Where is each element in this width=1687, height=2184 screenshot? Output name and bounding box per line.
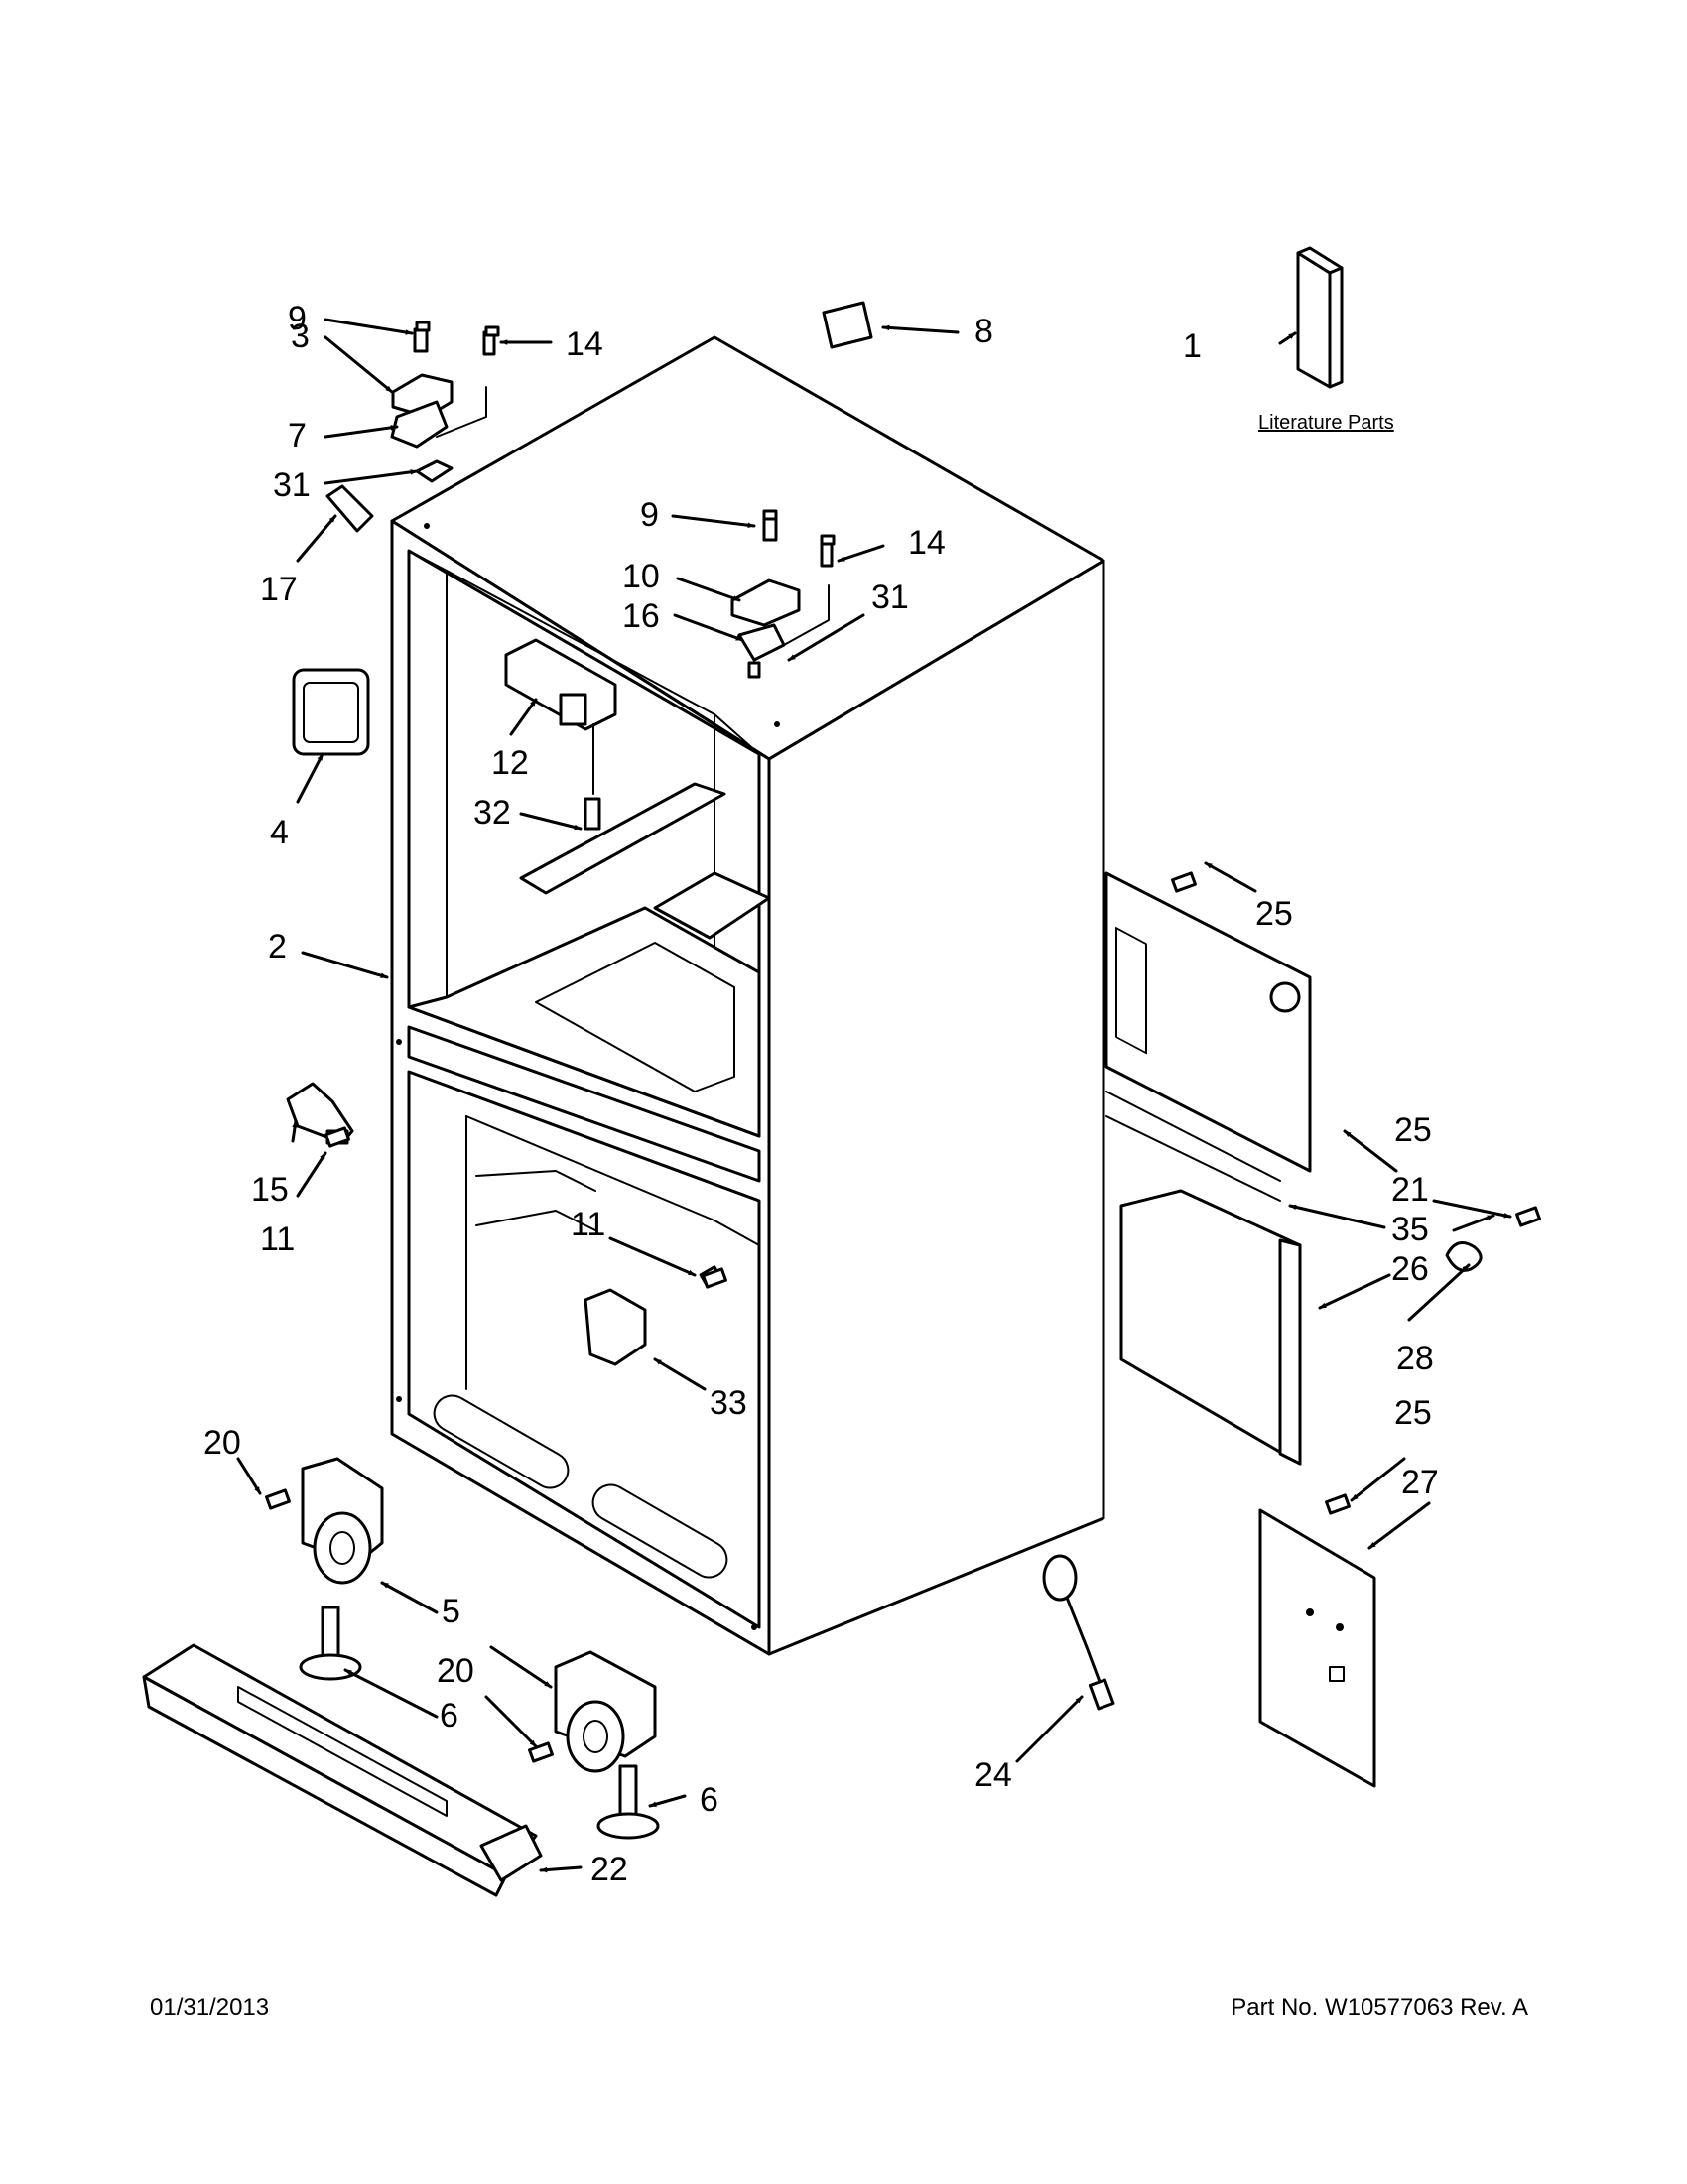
callout-11-center: 11 xyxy=(571,1206,605,1243)
top-right-hinge-assembly xyxy=(730,516,834,679)
temperature-control-label xyxy=(292,668,370,756)
drain-tube xyxy=(1042,1554,1115,1711)
callout-25-mid: 25 xyxy=(1394,1111,1432,1149)
top-left-hinge-assembly xyxy=(325,327,496,533)
callout-20-left: 20 xyxy=(203,1424,241,1462)
callout-11-left: 11 xyxy=(260,1220,295,1258)
toe-grille xyxy=(142,1643,543,1897)
callout-16: 16 xyxy=(622,597,660,635)
callout-17: 17 xyxy=(260,571,298,608)
literature-book-icon xyxy=(1296,246,1344,389)
callout-31-left: 31 xyxy=(273,466,311,504)
leader-lines xyxy=(236,318,1512,1873)
callout-labels: 1 2 3 4 5 6 6 7 8 9 9 10 11 11 12 14 14 … xyxy=(203,300,1439,1888)
callout-35: 35 xyxy=(1391,1211,1429,1248)
callout-33: 33 xyxy=(710,1384,747,1422)
callout-1: 1 xyxy=(1183,327,1202,365)
control-housing xyxy=(504,638,617,831)
callout-5: 5 xyxy=(442,1593,460,1630)
clamp xyxy=(1445,1241,1483,1272)
callout-6-right: 6 xyxy=(700,1781,718,1819)
callout-21: 21 xyxy=(1391,1171,1429,1209)
literature-parts-label: Literature Parts xyxy=(1258,412,1394,434)
callout-24: 24 xyxy=(974,1756,1012,1794)
callout-2: 2 xyxy=(268,928,287,965)
screws xyxy=(265,321,1541,1763)
insulation-panel xyxy=(1119,1189,1302,1466)
callout-9-left: 9 xyxy=(288,300,307,337)
callout-3: 3 xyxy=(291,318,310,355)
refrigerator-cabinet xyxy=(390,335,1105,1656)
callout-22: 22 xyxy=(590,1851,628,1888)
callout-7: 7 xyxy=(288,417,307,454)
footer-part-number: Part No. W10577063 Rev. A xyxy=(1231,1994,1528,2021)
rating-label xyxy=(822,301,873,349)
callout-9-right: 9 xyxy=(640,496,659,534)
callout-14-right: 14 xyxy=(908,524,946,562)
callout-10: 10 xyxy=(622,558,660,595)
front-roller-right xyxy=(554,1650,660,1840)
callout-25-bottom: 25 xyxy=(1394,1394,1432,1432)
callout-8: 8 xyxy=(974,313,993,350)
callout-26: 26 xyxy=(1391,1250,1429,1288)
callout-6-left: 6 xyxy=(440,1697,458,1734)
callout-25-top: 25 xyxy=(1255,895,1293,933)
callout-12: 12 xyxy=(491,744,529,782)
callout-32: 32 xyxy=(473,794,511,832)
callout-4: 4 xyxy=(270,814,289,851)
callout-15: 15 xyxy=(251,1171,289,1209)
callout-27: 27 xyxy=(1401,1464,1439,1501)
callout-20-right: 20 xyxy=(437,1652,474,1690)
callout-31-right: 31 xyxy=(871,578,909,616)
footer-date: 01/31/2013 xyxy=(150,1994,270,2021)
callout-14-left: 14 xyxy=(566,325,603,363)
front-roller-left xyxy=(299,1457,384,1681)
callout-28: 28 xyxy=(1396,1340,1434,1377)
compressor-cover xyxy=(1258,1508,1376,1788)
rear-access-panel xyxy=(1104,871,1312,1202)
